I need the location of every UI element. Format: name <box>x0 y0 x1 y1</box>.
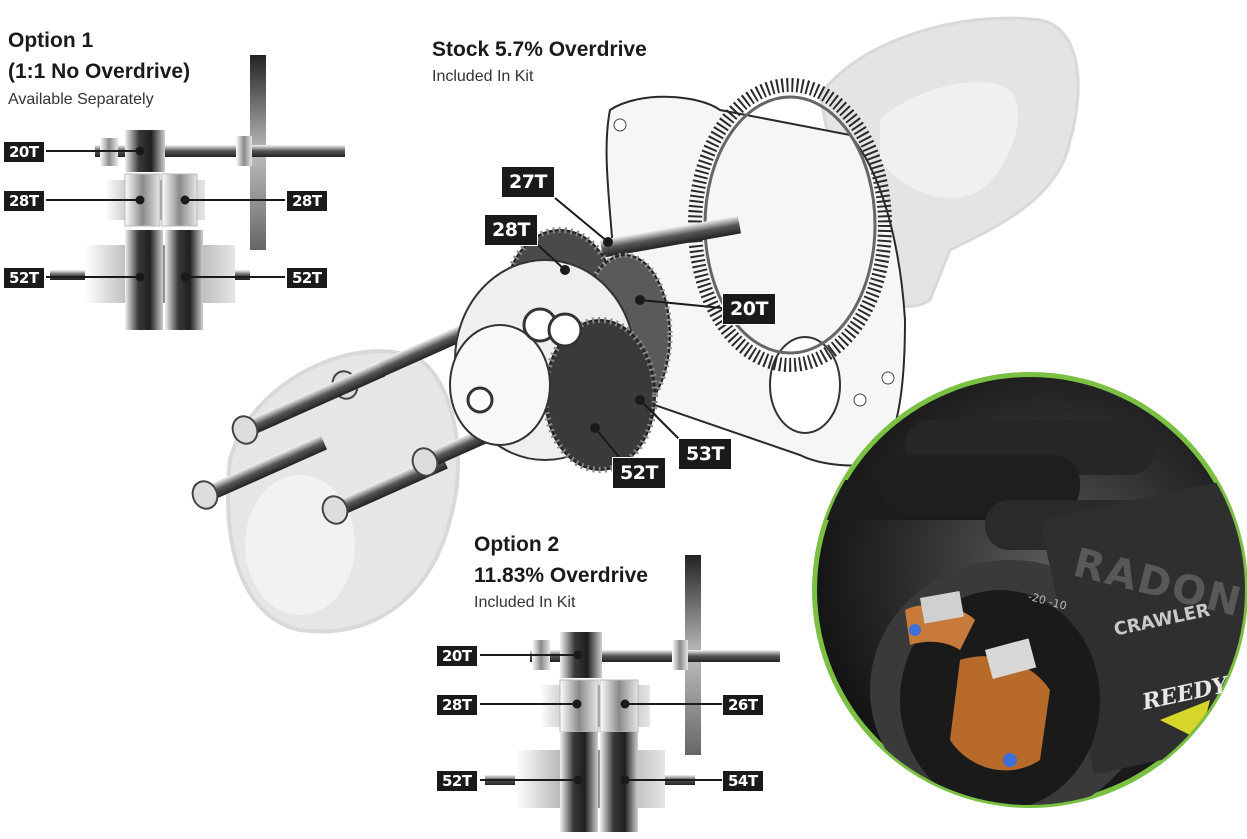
option1-label-20t: 20T <box>3 141 45 163</box>
option2-label-52t: 52T <box>436 770 478 792</box>
option1-availability: Available Separately <box>8 91 154 108</box>
option2-subtitle-ratio: 11.83% Overdrive <box>474 564 648 587</box>
stock-label-20t: 20T <box>722 293 776 325</box>
option1-label-52t-right: 52T <box>286 267 328 289</box>
option2-label-26t: 26T <box>722 694 764 716</box>
motor-photo <box>812 372 1247 808</box>
option1-label-52t-left: 52T <box>3 267 45 289</box>
stock-title: Stock 5.7% Overdrive <box>432 38 647 61</box>
option2-label-54t: 54T <box>722 770 764 792</box>
option2-diagram <box>480 555 780 832</box>
stock-availability: Included In Kit <box>432 68 534 85</box>
stock-leaders <box>537 197 723 459</box>
option2-label-28t: 28T <box>436 694 478 716</box>
option1-subtitle-ratio: (1:1 No Overdrive) <box>8 60 191 83</box>
option1-label-28t-right: 28T <box>286 190 328 212</box>
stock-label-28t: 28T <box>484 214 538 246</box>
option2-label-20t: 20T <box>436 645 478 667</box>
stock-label-53t: 53T <box>678 438 732 470</box>
option2-title: Option 2 <box>474 533 560 556</box>
stock-label-27t: 27T <box>501 166 555 198</box>
center-gear-cluster <box>449 215 741 473</box>
option1-diagram <box>46 55 345 330</box>
stock-label-52t: 52T <box>612 457 666 489</box>
screws <box>191 322 511 525</box>
option1-title: Option 1 <box>8 29 94 52</box>
option1-label-28t-left: 28T <box>3 190 45 212</box>
option2-availability: Included In Kit <box>474 594 576 611</box>
